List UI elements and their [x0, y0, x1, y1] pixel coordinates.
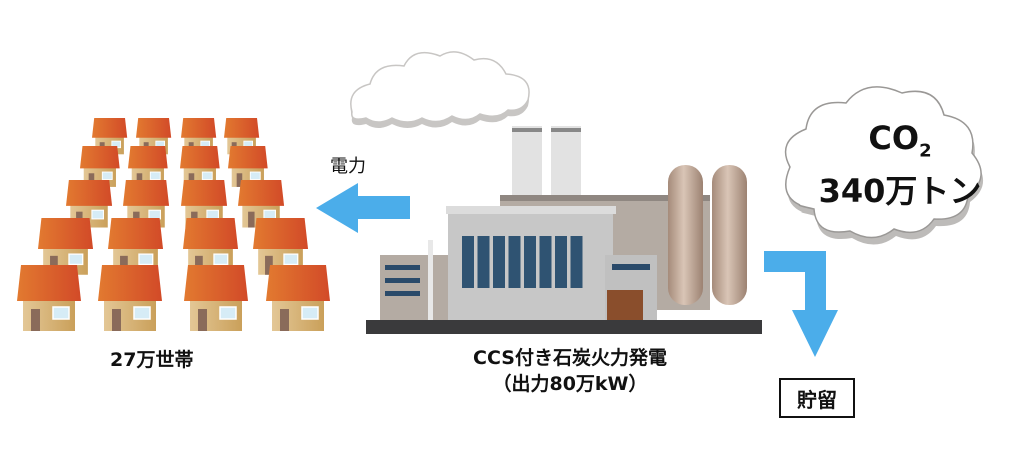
co2-amount-label: CO2 340万トン [818, 119, 982, 211]
power-label: 電力 [330, 156, 366, 177]
house-icon [184, 265, 248, 331]
storage-label: 貯留 [779, 378, 855, 418]
plant-window [493, 236, 505, 288]
house-icon [266, 265, 330, 331]
house-icon [17, 265, 81, 331]
plant-window [462, 236, 474, 288]
plant-window [524, 236, 536, 288]
power-plant-icon [366, 126, 762, 334]
co2-cloud-icon [784, 86, 984, 245]
households-label: 27万世帯 [110, 349, 194, 371]
plant-label: CCS付き石炭火力発電 （出力80万kW） [473, 347, 667, 395]
houses-group [17, 118, 330, 331]
power-arrow-icon [316, 183, 410, 233]
plant-window [539, 236, 552, 288]
smoke-cloud-icon [350, 51, 530, 129]
house-icon [98, 265, 162, 331]
plant-window [555, 236, 567, 288]
plant-window [570, 236, 583, 288]
house-icon [66, 180, 113, 228]
plant-window [477, 236, 490, 288]
plant-window [508, 236, 521, 288]
storage-arrow-icon [764, 251, 838, 357]
